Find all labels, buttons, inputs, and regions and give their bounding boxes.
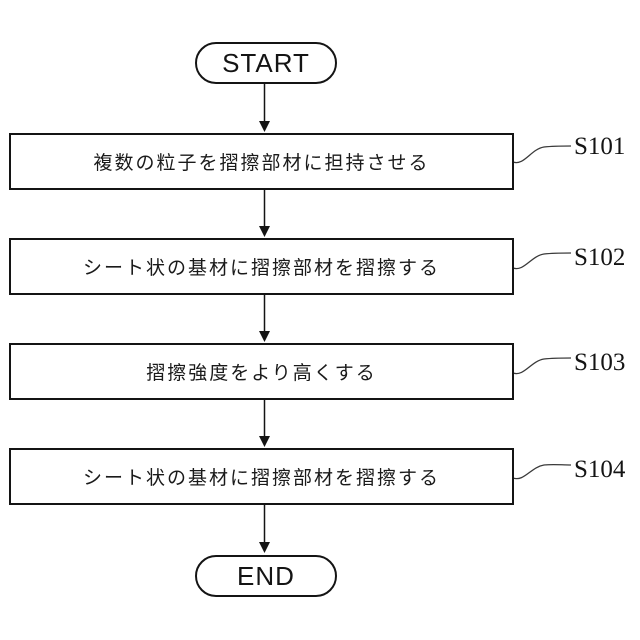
process-box-s101: 複数の粒子を摺擦部材に担持させる	[9, 133, 514, 190]
process-text-s104: シート状の基材に摺擦部材を摺擦する	[82, 468, 440, 489]
end-terminal: END	[195, 555, 337, 597]
process-box-s102: シート状の基材に摺擦部材を摺擦する	[9, 238, 514, 295]
process-text-s101: 複数の粒子を摺擦部材に担持させる	[93, 153, 430, 174]
step-label-s102: S102	[574, 244, 626, 271]
process-box-s103: 摺擦強度をより高くする	[9, 343, 514, 400]
step-label-s101: S101	[574, 133, 626, 160]
step-label-s104: S104	[574, 456, 626, 483]
end-label: END	[237, 560, 295, 591]
start-label: START	[222, 47, 310, 78]
process-text-s102: シート状の基材に摺擦部材を摺擦する	[82, 258, 440, 279]
process-text-s103: 摺擦強度をより高くする	[146, 363, 377, 384]
process-box-s104: シート状の基材に摺擦部材を摺擦する	[9, 448, 514, 505]
start-terminal: START	[195, 42, 337, 84]
step-leader-lines	[512, 145, 572, 480]
step-label-s103: S103	[574, 349, 626, 376]
